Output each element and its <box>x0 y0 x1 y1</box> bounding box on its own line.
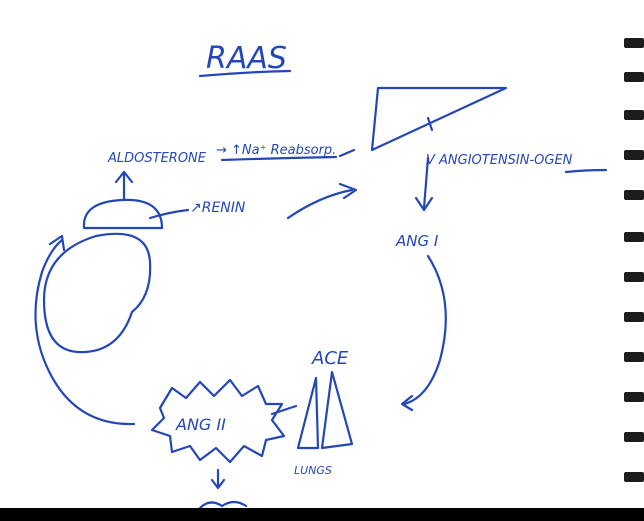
ang1-arrowhead <box>414 196 434 212</box>
lungs-arrowhead <box>400 394 414 412</box>
adrenal-arrowhead <box>114 170 134 184</box>
liver-icon <box>370 86 508 152</box>
ang2-to-kidney-arrow <box>34 238 136 426</box>
renin-to-liver-arrow <box>286 188 354 220</box>
angiotensinogen-to-ang1-arrow <box>422 156 430 210</box>
aldosterone-effect-label: → ↑Na⁺ Reabsorp. <box>216 143 336 158</box>
ang1-label: ANG I <box>395 232 439 250</box>
kidney-icon <box>42 232 152 354</box>
lungs-to-ang2-connector <box>270 404 298 416</box>
ace-label: ACE <box>311 348 349 369</box>
renin-label: ↗RENIN <box>190 200 246 216</box>
renin-arrowhead <box>338 182 358 200</box>
aldosterone-label: ALDOSTERONE <box>107 151 207 166</box>
lungs-right-lobe <box>320 370 354 450</box>
lungs-label: LUNGS <box>294 464 332 477</box>
kidney-arrowhead <box>48 234 66 252</box>
diagram-title: RAAS <box>206 41 287 76</box>
lungs-icon <box>296 376 320 450</box>
spiral-binding-icon <box>624 38 644 482</box>
ogen-underline <box>564 168 608 174</box>
renin-connector <box>148 208 190 220</box>
burst-icon <box>150 378 286 464</box>
cut-off-text-scribble <box>198 500 248 510</box>
aldosterone-effect-underline <box>220 155 338 162</box>
effect-arrow <box>338 148 356 158</box>
ang2-down-arrowhead <box>210 478 226 490</box>
ang2-label: ANG II <box>175 415 226 434</box>
ang1-to-lungs-arrow <box>402 254 447 406</box>
liver-tick <box>426 116 434 132</box>
title-underline <box>198 69 292 78</box>
bottom-bar <box>0 508 644 521</box>
adrenal-gland-icon <box>82 198 164 230</box>
angiotensinogen-label: V ANGIOTENSIN-OGEN <box>426 153 573 168</box>
